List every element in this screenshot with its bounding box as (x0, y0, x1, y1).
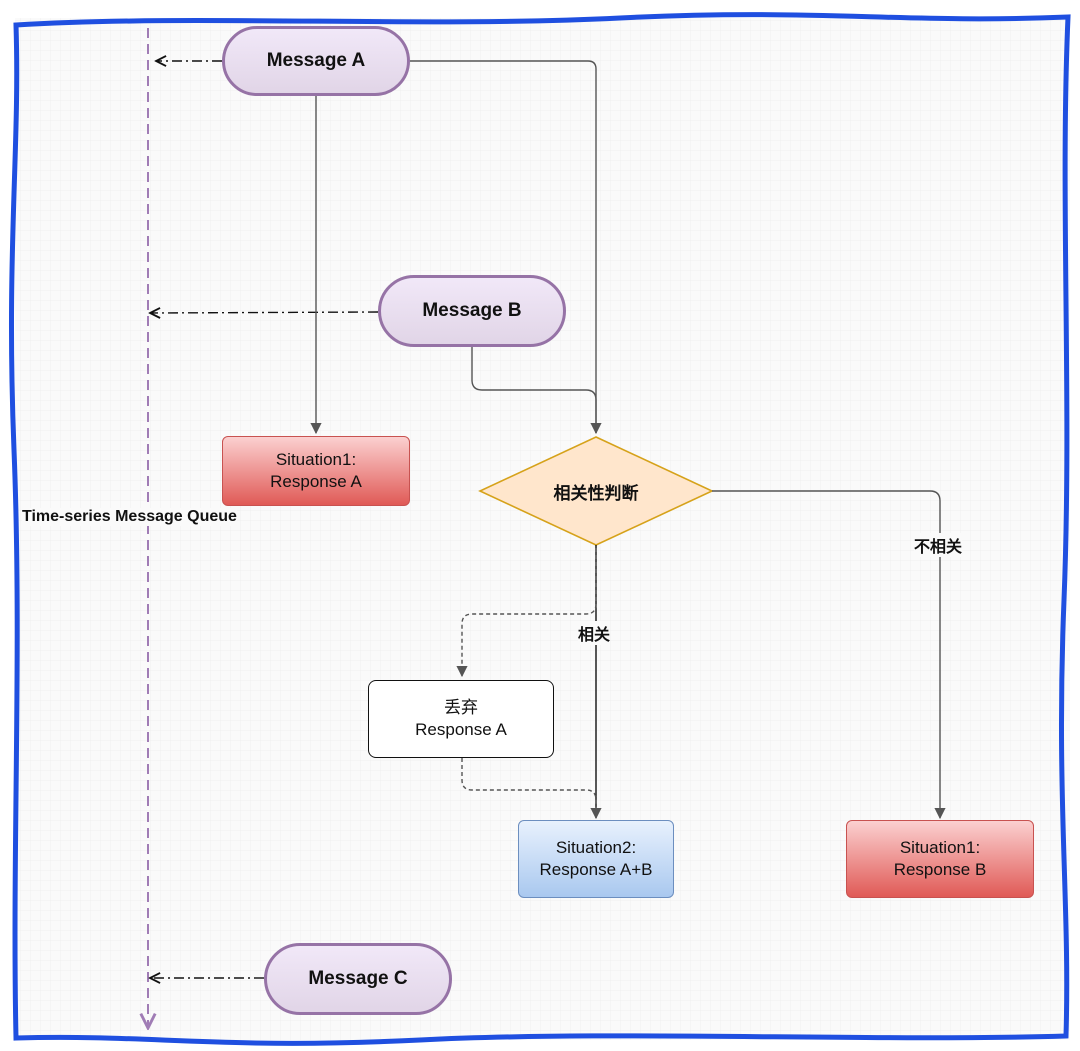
situation1-b-line2: Response B (893, 860, 987, 879)
edge-b-decision (471, 346, 597, 433)
decision-label: 相关性判断 (553, 483, 639, 503)
edge-b-queue (150, 312, 379, 313)
discard-line1: 丢弃 (444, 698, 478, 717)
situation1-b-line1: Situation1: (899, 838, 981, 857)
edge-discard-situation2 (461, 758, 597, 816)
situation1-response-b[interactable]: Situation1: Response B (846, 820, 1034, 898)
frame-border (8, 12, 1071, 1046)
discard-line2: Response A (415, 720, 507, 739)
situation2-line1: Situation2: (555, 838, 637, 857)
message-a[interactable]: Message A (222, 26, 410, 96)
edge-a-decision (410, 60, 602, 435)
message-c[interactable]: Message C (264, 943, 452, 1015)
edge-unrelated (712, 490, 946, 820)
edge-discard (456, 548, 597, 678)
situation2-response-ab[interactable]: Situation2: Response A+B (518, 820, 674, 898)
situation2-line2: Response A+B (539, 860, 653, 879)
message-b[interactable]: Message B (378, 275, 566, 347)
situation1-a-line1: Situation1: (275, 450, 357, 469)
queue-label: Time-series Message Queue (22, 508, 237, 526)
situation1-response-a[interactable]: Situation1: Response A (222, 436, 410, 506)
situation1-a-line2: Response A (270, 472, 362, 491)
discard-response-a[interactable]: 丢弃 Response A (368, 680, 554, 758)
edge-label-related: 相关 (578, 621, 611, 645)
edge-label-unrelated: 不相关 (914, 533, 963, 557)
